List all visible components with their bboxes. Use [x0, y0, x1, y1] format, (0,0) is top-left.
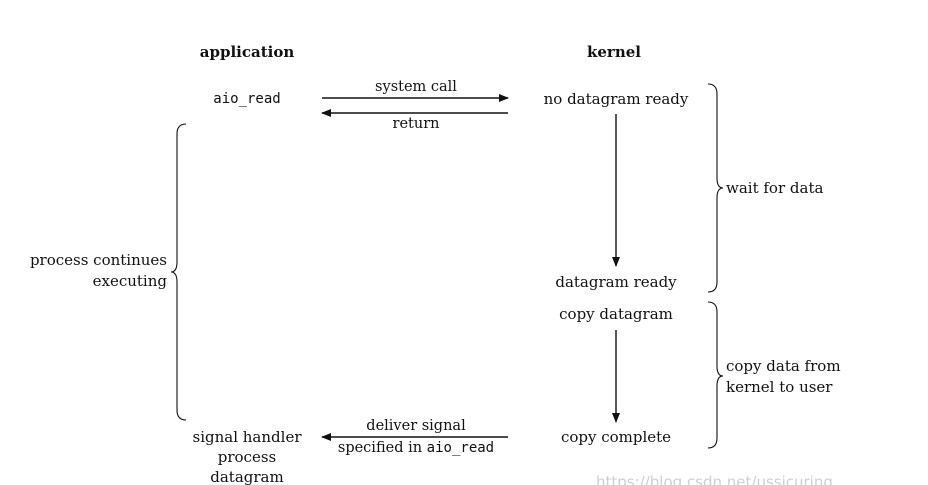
aio-read-call: aio_read	[213, 91, 281, 107]
wait-for-data-brace	[707, 83, 724, 293]
datagram-ready-label: datagram ready	[555, 273, 677, 291]
specified-in-label: specified in aio_read	[338, 439, 494, 457]
wait-for-data-label: wait for data	[726, 179, 824, 197]
copy-complete-label: copy complete	[560, 428, 672, 446]
watermark: https://blog.csdn.net/ussicuring	[596, 473, 833, 485]
kernel-to-user-label: kernel to user	[726, 378, 833, 396]
copy-data-brace	[707, 301, 724, 449]
deliver-signal-label: deliver signal	[366, 418, 466, 434]
signal-handler-label: signal handler	[192, 428, 302, 446]
specified-in-code: aio_read	[426, 440, 495, 456]
return-label: return	[392, 116, 440, 132]
process-continues-brace	[170, 123, 187, 421]
system-call-label: system call	[375, 79, 457, 95]
executing-label: executing	[92, 272, 167, 290]
kernel-header: kernel	[587, 43, 641, 61]
process-label: process	[217, 448, 277, 466]
no-datagram-ready-label: no datagram ready	[543, 90, 689, 108]
datagram-label: datagram	[210, 468, 284, 485]
copy-data-from-label: copy data from	[726, 357, 841, 375]
process-continues-label: process continues	[29, 251, 167, 269]
specified-in-prefix: specified in	[337, 440, 427, 456]
copy-datagram-label: copy datagram	[559, 305, 673, 323]
application-header: application	[199, 43, 295, 61]
